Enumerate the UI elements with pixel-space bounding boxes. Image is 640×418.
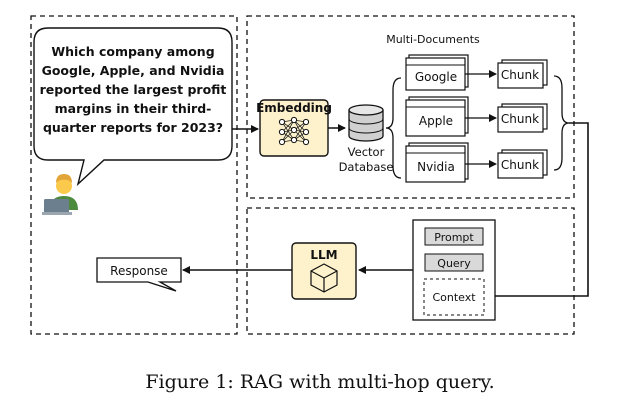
- database-cylinder-icon: [348, 104, 384, 142]
- chunk-label-nvidia: Chunk: [501, 158, 539, 172]
- generation-panel: [246, 207, 575, 335]
- chunk-label-google: Chunk: [501, 68, 539, 82]
- llm-label: LLM: [310, 248, 337, 262]
- documents-left-brace: [385, 77, 402, 179]
- arrow-chunks-to-context: [484, 122, 589, 300]
- doc-row-nvidia: Nvidia Chunk: [405, 142, 548, 183]
- vector-db-label-2: Database: [339, 160, 394, 174]
- llm-box: [291, 242, 357, 300]
- question-line-2: Google, Apple, and Nvidia: [42, 63, 225, 78]
- question-bubble: [33, 27, 233, 187]
- doc-row-google: Google Chunk: [405, 54, 548, 91]
- doc-row-apple: Apple Chunk: [405, 96, 548, 137]
- context-label: Context: [432, 291, 476, 304]
- doc-label-google: Google: [415, 70, 457, 84]
- query-label: Query: [437, 257, 471, 270]
- doc-label-apple: Apple: [419, 114, 453, 128]
- user-laptop-icon: [42, 174, 78, 215]
- prompt-tag: [424, 227, 484, 246]
- multi-docs-title: Multi-Documents: [386, 33, 480, 46]
- chunks-right-brace: [553, 75, 570, 171]
- question-line-1: Which company among: [51, 44, 214, 59]
- response-label: Response: [110, 264, 168, 278]
- context-box: [423, 278, 485, 316]
- embedding-label: Embedding: [256, 101, 332, 115]
- user-panel: [30, 15, 238, 335]
- vector-db-label-1: Vector: [348, 145, 385, 159]
- query-tag: [424, 253, 484, 272]
- prompt-label: Prompt: [434, 231, 474, 244]
- response-bubble: [96, 257, 182, 292]
- figure-caption: Figure 1: RAG with multi-hop query.: [145, 371, 494, 393]
- question-line-5: quarter reports for 2023?: [43, 120, 223, 135]
- cube-icon: [310, 263, 338, 293]
- neural-network-icon: [278, 116, 310, 146]
- question-line-4: margins in their third-: [55, 101, 212, 116]
- chunk-label-apple: Chunk: [501, 112, 539, 126]
- question-text: Which company among Google, Apple, and N…: [40, 44, 227, 135]
- doc-label-nvidia: Nvidia: [417, 160, 455, 174]
- retrieval-panel: [246, 15, 575, 199]
- question-line-3: reported the largest profit: [40, 82, 227, 97]
